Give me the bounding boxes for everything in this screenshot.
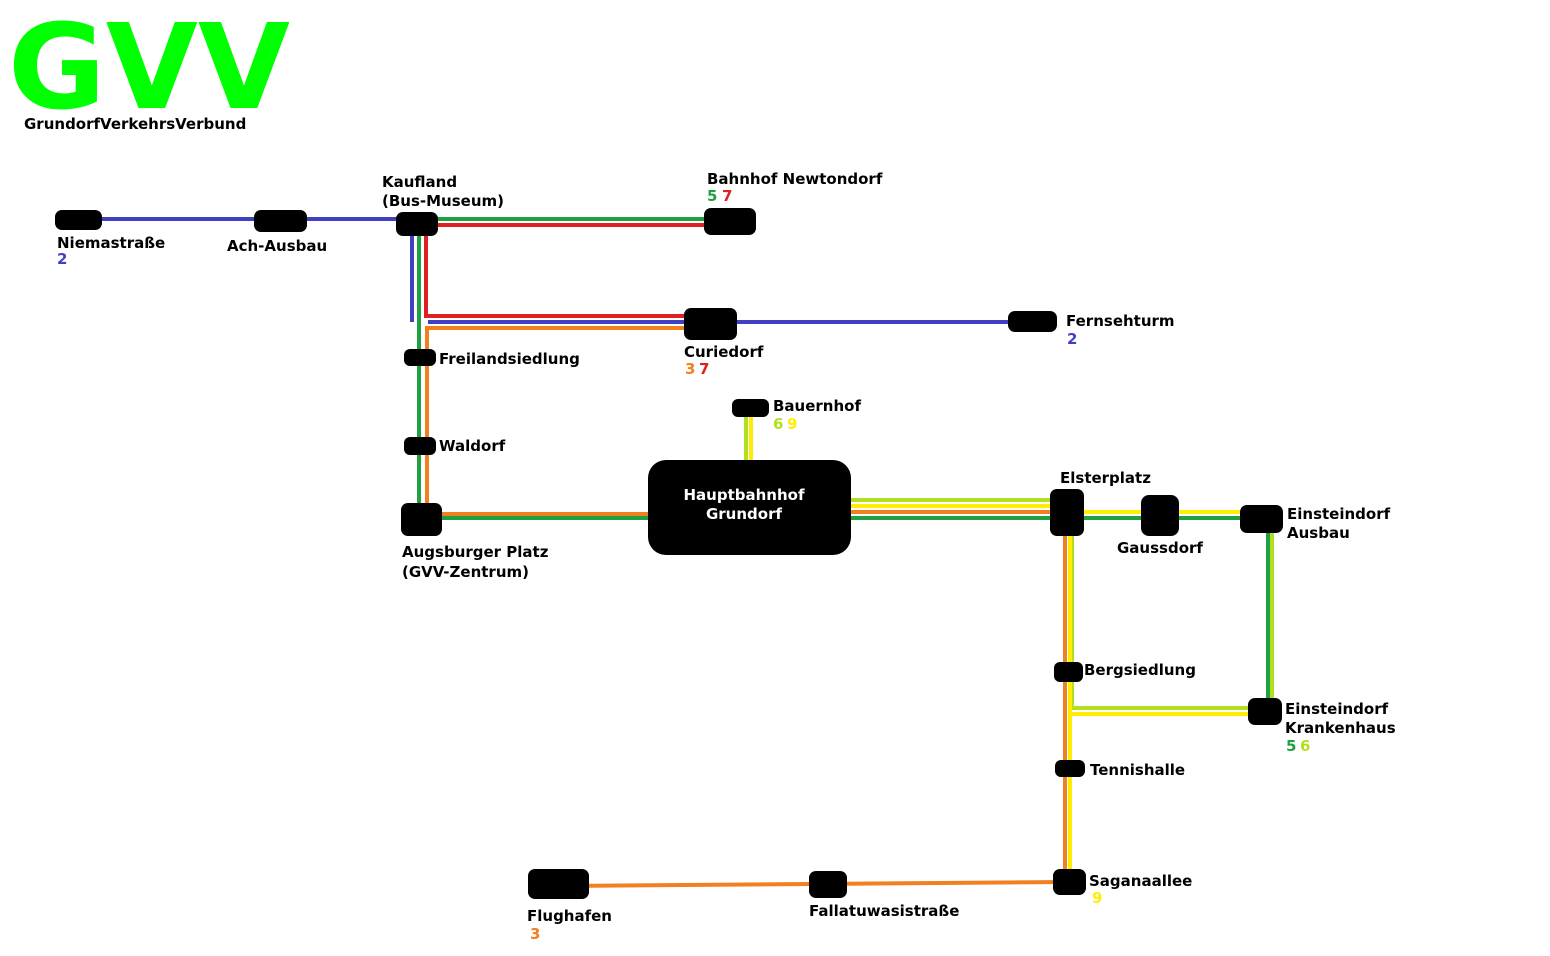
line-num-9: 9 [787, 415, 797, 433]
stop-gaussdorf[interactable] [1141, 495, 1179, 536]
line-num-7: 7 [699, 360, 709, 378]
label-fallatuwasistrasse: Fallatuwasistraße [809, 902, 959, 920]
line-num-2: 2 [1067, 330, 1077, 348]
label-einsteindorf-krankenhaus-1: Einsteindorf [1285, 700, 1389, 718]
stop-bauernhof[interactable] [732, 399, 769, 417]
label-bauernhof: Bauernhof [773, 397, 861, 415]
label-fernsehturm: Fernsehturm [1066, 312, 1175, 330]
label-einsteindorf-krankenhaus-2: Krankenhaus [1285, 719, 1396, 737]
label-hauptbahnhof-1: Hauptbahnhof [684, 486, 805, 504]
label-augsburger-platz-1: Augsburger Platz [402, 543, 549, 561]
stop-ach-ausbau[interactable] [254, 210, 307, 232]
stop-kaufland[interactable] [396, 212, 438, 236]
label-einsteindorf-ausbau-1: Einsteindorf [1287, 505, 1391, 523]
label-saganaallee: Saganaallee [1089, 872, 1192, 890]
stop-flughafen[interactable] [528, 869, 589, 899]
stop-fernsehturm[interactable] [1008, 311, 1057, 332]
stop-saganaallee[interactable] [1053, 869, 1086, 895]
stop-curiedorf[interactable] [684, 308, 737, 340]
line-num-9: 9 [1092, 889, 1102, 907]
stop-einsteindorf-ausbau[interactable] [1240, 505, 1283, 533]
line-num-6: 6 [1300, 737, 1310, 755]
stop-niemastrasse[interactable] [55, 210, 102, 230]
stop-elsterplatz[interactable] [1050, 489, 1084, 536]
label-flughafen: Flughafen [527, 907, 612, 925]
stop-einsteindorf-krankenhaus[interactable] [1248, 698, 1282, 725]
stop-freilandsiedlung[interactable] [404, 349, 436, 366]
label-gaussdorf: Gaussdorf [1117, 539, 1203, 557]
stop-augsburger-platz[interactable] [401, 503, 442, 536]
label-freilandsiedlung: Freilandsiedlung [439, 350, 580, 368]
stop-bergsiedlung[interactable] [1054, 662, 1083, 682]
label-bergsiedlung: Bergsiedlung [1084, 661, 1196, 679]
label-hauptbahnhof-2: Grundorf [706, 505, 783, 523]
stop-tennishalle[interactable] [1055, 760, 1085, 777]
line-7-red [424, 223, 730, 318]
line-num-3: 3 [530, 925, 540, 943]
stop-fallatuwasistrasse[interactable] [809, 871, 847, 898]
label-niemastrasse: Niemastraße [57, 234, 165, 252]
line-num-3: 3 [685, 360, 695, 378]
label-curiedorf: Curiedorf [684, 343, 764, 361]
line-2-blue [78, 217, 1032, 324]
stop-hauptbahnhof-grundorf[interactable] [648, 460, 851, 555]
label-elsterplatz: Elsterplatz [1060, 469, 1151, 487]
label-einsteindorf-ausbau-2: Ausbau [1287, 524, 1350, 542]
subtitle: GrundorfVerkehrsVerbund [24, 115, 246, 133]
label-kaufland-1: Kaufland [382, 173, 457, 191]
lines-niemastrasse: 2 [57, 250, 67, 268]
stop-bahnhof-newtondorf[interactable] [704, 208, 756, 235]
label-ach-ausbau: Ach-Ausbau [227, 237, 327, 255]
label-augsburger-platz-2: (GVV-Zentrum) [402, 563, 529, 581]
label-waldorf: Waldorf [439, 437, 506, 455]
line-num-5: 5 [1286, 737, 1296, 755]
label-bahnhof-newtondorf: Bahnhof Newtondorf [707, 170, 883, 188]
label-tennishalle: Tennishalle [1090, 761, 1185, 779]
line-num-7: 7 [722, 187, 732, 205]
logo: GVV [8, 0, 290, 136]
line-num-6: 6 [773, 415, 783, 433]
stop-waldorf[interactable] [404, 437, 436, 455]
line-num-5: 5 [707, 187, 717, 205]
label-kaufland-2: (Bus-Museum) [382, 192, 504, 210]
